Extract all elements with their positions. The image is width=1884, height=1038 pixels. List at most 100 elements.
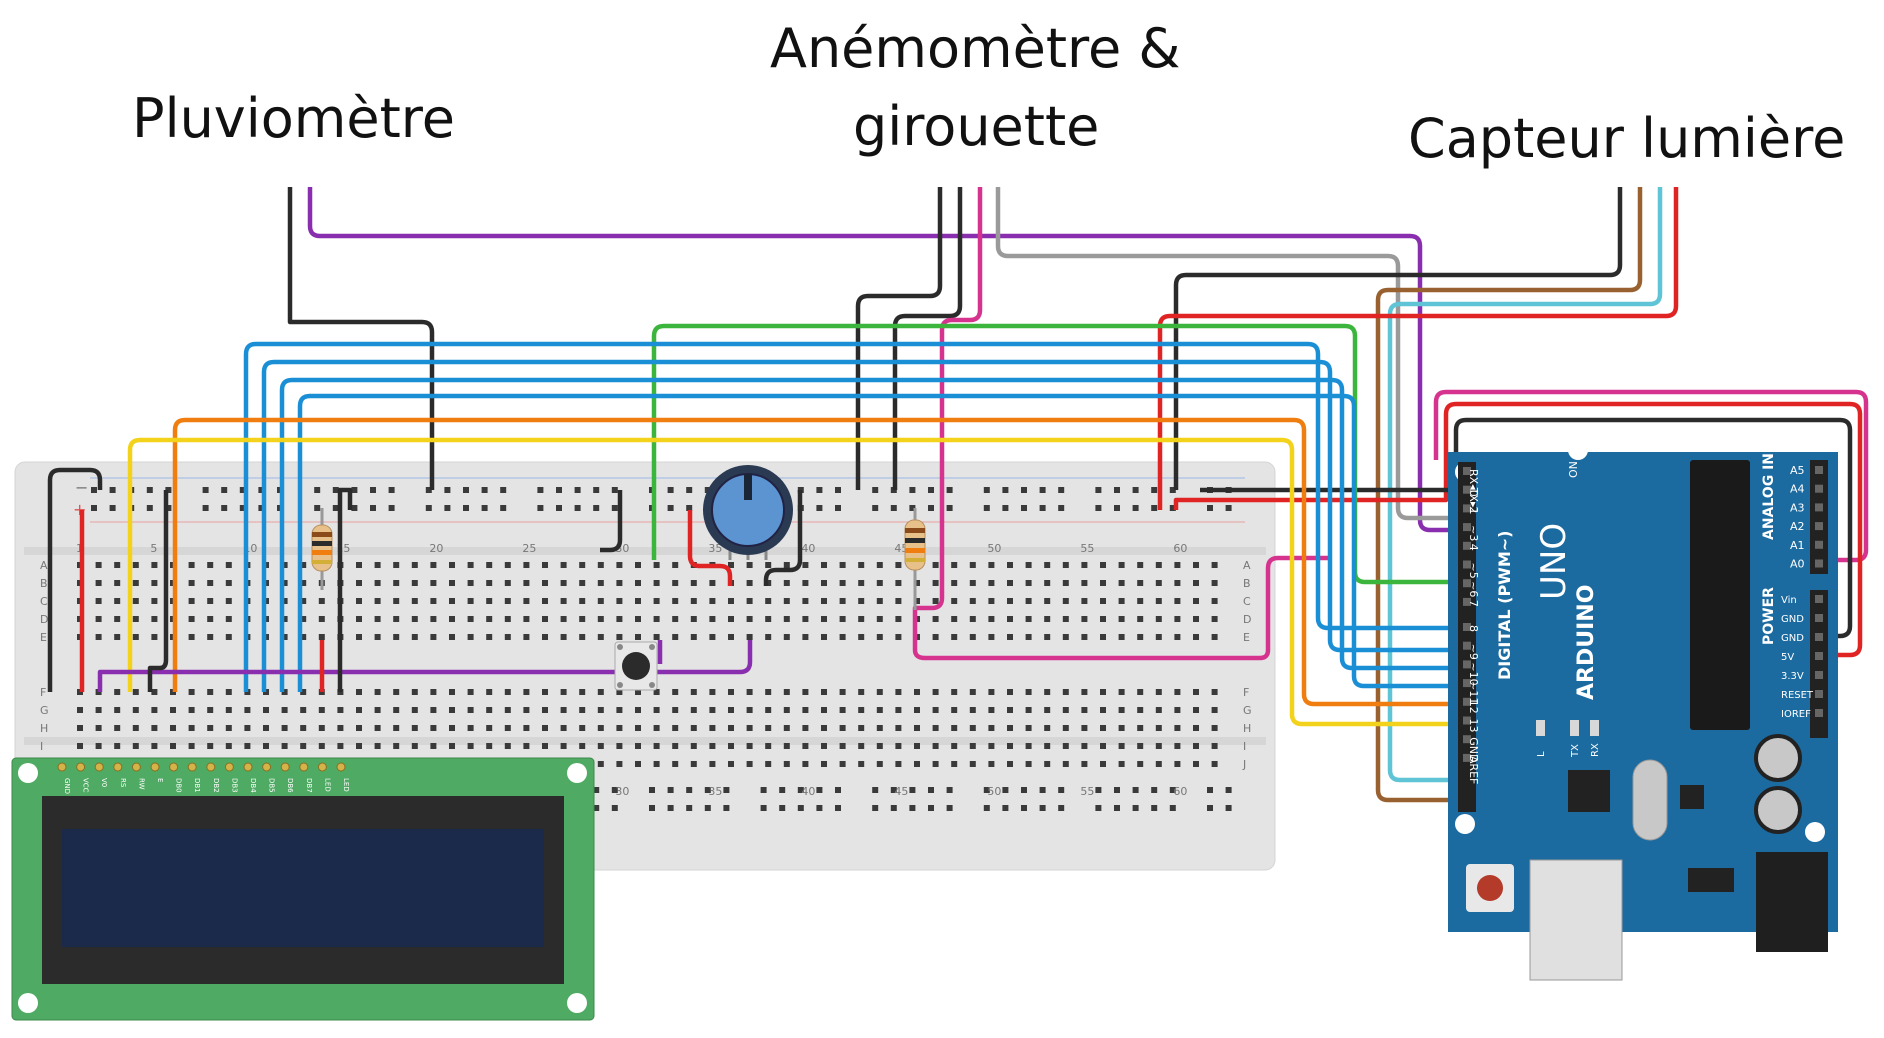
lcd-pin — [336, 762, 346, 772]
power-title: POWER — [1761, 587, 1777, 645]
column-number: 45 — [894, 785, 908, 798]
label-capteur-lumiere: Capteur lumière — [1408, 107, 1846, 170]
power-pin-label: 5V — [1781, 652, 1794, 663]
lcd-pin-label: E — [156, 778, 164, 782]
power-pin-label: RESET — [1781, 690, 1814, 701]
row-letter: E — [40, 631, 47, 644]
row-letter: H — [40, 722, 48, 735]
row-letter: A — [40, 559, 48, 572]
digital-pin-label: GND — [1467, 737, 1480, 762]
digital-pin-label: 2 — [1467, 506, 1480, 513]
digital-pin-label: ~9 — [1467, 644, 1480, 660]
wire-light-black — [1173, 187, 1623, 490]
lcd-pin — [76, 762, 86, 772]
row-letter: F — [1243, 686, 1249, 699]
power-pin-label: Vin — [1781, 595, 1797, 606]
wire-wind-black2 — [892, 187, 963, 490]
lcd-pin-label: DB5 — [268, 778, 276, 793]
power-jack — [1756, 852, 1828, 952]
lcd-pin-label: RW — [137, 778, 145, 790]
digital-header — [1458, 462, 1476, 812]
column-number: 50 — [987, 785, 1001, 798]
row-letter: C — [40, 595, 48, 608]
rail-minus: − — [75, 478, 88, 497]
power-pin-label: IOREF — [1781, 709, 1811, 720]
model-label: UNO — [1534, 523, 1574, 600]
analog-pin-label: A5 — [1790, 464, 1805, 477]
led-label: L — [1536, 751, 1547, 757]
wire-light-brown — [1375, 187, 1643, 803]
row-letter: E — [1243, 631, 1250, 644]
digital-pin-label: ~5 — [1467, 563, 1480, 579]
wire-pot-black — [600, 490, 623, 553]
column-number: 60 — [1173, 785, 1187, 798]
wire-pot-red — [687, 510, 733, 586]
row-letter: D — [40, 613, 48, 626]
reset-button[interactable] — [1477, 875, 1503, 901]
label-pluviometre: Pluviomètre — [132, 87, 456, 150]
wire-lcd-black2 — [337, 487, 353, 692]
digital-pin-label: 8 — [1467, 625, 1480, 632]
row-letter: H — [1243, 722, 1251, 735]
wire-to-a0-magenta — [1433, 389, 1869, 563]
usb-port — [1529, 859, 1623, 981]
brand-label: ARDUINO — [1574, 585, 1599, 700]
wire-rail-black — [47, 467, 103, 692]
wire-orange-d12 — [172, 417, 1466, 707]
resistor-1 — [311, 508, 333, 590]
lcd-pin — [262, 762, 272, 772]
lcd-pin — [187, 762, 197, 772]
row-letter: G — [1243, 704, 1252, 717]
status-led — [1570, 720, 1579, 736]
lcd-pin — [113, 762, 123, 772]
on-label: ON — [1567, 461, 1580, 478]
digital-pin-label: 4 — [1467, 544, 1480, 551]
digital-title: DIGITAL (PWM~) — [1495, 531, 1514, 680]
lcd-pin — [299, 762, 309, 772]
column-number: 55 — [1080, 542, 1094, 555]
column-number: 30 — [615, 785, 629, 798]
lcd-pin-label: DB1 — [193, 778, 201, 793]
potentiometer[interactable] — [703, 465, 793, 560]
analog-pin-label: A3 — [1790, 501, 1805, 514]
row-letter: D — [1243, 613, 1251, 626]
digital-pin-label: ~6 — [1467, 581, 1480, 597]
lcd-pin-label: DB6 — [286, 778, 294, 793]
digital-pin-label: ~10 — [1467, 662, 1480, 685]
column-number: 55 — [1080, 785, 1094, 798]
column-number: 60 — [1173, 542, 1187, 555]
row-letter: I — [40, 740, 43, 753]
power-pin-label: GND — [1781, 633, 1804, 644]
row-letter: A — [1243, 559, 1251, 572]
column-number: 5 — [150, 542, 157, 555]
lcd-pin-label: DB7 — [305, 778, 313, 793]
wire-rain-purple — [307, 187, 1466, 533]
digital-pin-label: 7 — [1467, 600, 1480, 607]
wire-blue-d10 — [279, 377, 1466, 692]
digital-pin-label: TX▸1 — [1467, 487, 1480, 515]
lcd-screen — [62, 829, 544, 947]
wire-blue-d8 — [243, 341, 1466, 692]
lcd-pin — [150, 762, 160, 772]
wire-green-d7 — [651, 323, 1466, 585]
analog-title: ANALOG IN — [1761, 453, 1777, 540]
lcd-pin-label: RS — [119, 778, 127, 788]
row-letter: G — [40, 704, 49, 717]
row-letter: J — [1242, 758, 1246, 771]
wire-gnd-black — [1200, 417, 1853, 639]
digital-pin-label: AREF — [1467, 756, 1480, 784]
lcd-pin-label: DB0 — [175, 778, 183, 793]
lcd-pin-label: DB2 — [212, 778, 220, 793]
column-number: 50 — [987, 542, 1001, 555]
column-number: 25 — [522, 542, 536, 555]
push-button[interactable] — [614, 641, 658, 691]
lcd-pin-label: LED — [323, 778, 331, 792]
column-number: 35 — [708, 542, 722, 555]
lcd-pin — [243, 762, 253, 772]
lcd-pin — [169, 762, 179, 772]
analog-pin-label: A1 — [1790, 539, 1805, 552]
wire-pot-black2 — [763, 490, 803, 586]
